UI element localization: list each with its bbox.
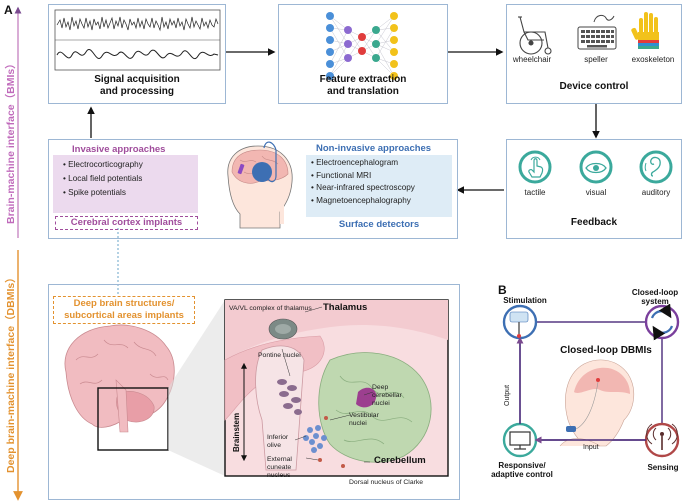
noninvasive-item: Magnetoencephalography	[311, 195, 415, 208]
deep-cereb-line2: cerebellar	[372, 392, 402, 399]
feedback-caption: Feedback	[570, 217, 618, 228]
closed-loop-title: Closed-loop DBMIs	[560, 345, 652, 356]
feature-caption-line1: Feature extraction	[319, 74, 407, 85]
invasive-title: Invasive approaches	[72, 144, 166, 155]
eye-icon	[579, 150, 613, 184]
system-line2: system	[641, 297, 669, 306]
zoom-cone	[168, 300, 225, 476]
inferior-line2: olive	[267, 442, 281, 449]
vavl-label: VA/VL complex of thalamus	[229, 305, 312, 312]
vestibular-line2: nuclei	[349, 420, 367, 427]
exoskeleton-hand-icon	[631, 12, 659, 49]
invasive-item: Spike potentials	[63, 186, 143, 200]
wheelchair-icon	[518, 16, 552, 55]
panel-b-letter: B	[498, 283, 507, 297]
device-label-wheelchair: wheelchair	[512, 55, 552, 64]
inferior-line1: Inferior	[267, 434, 289, 441]
feature-box	[278, 4, 448, 104]
deep-cereb-line1: Deep	[372, 384, 389, 391]
deep-label-line2: subcortical areas implants	[64, 310, 184, 321]
cerebellum-label: Cerebellum	[374, 455, 426, 466]
closed-loop-graphics	[502, 303, 680, 458]
zoomed-anatomy-illustration	[224, 299, 449, 477]
neural-network-icon	[326, 12, 398, 80]
signal-caption: Signal acquisition and processing	[48, 74, 226, 98]
deep-label-line1: Deep brain structures/	[73, 298, 175, 309]
device-box	[506, 4, 682, 104]
deep-cerebellar-label: Deep cerebellar nuclei	[372, 384, 402, 408]
brain-sagittal-illustration	[64, 324, 175, 433]
feedback-label-auditory: auditory	[641, 188, 671, 197]
brainstem-label: Brainstem	[232, 412, 241, 452]
signal-box	[48, 4, 226, 104]
deep-implants-label: Deep brain structures/ subcortical areas…	[53, 296, 195, 324]
invasive-item: Electrocorticography	[63, 158, 143, 172]
external-cuneate-label: External cuneate nucleus	[267, 456, 292, 480]
feature-caption: Feature extraction and translation	[278, 74, 448, 98]
signal-caption-line2: and processing	[100, 86, 174, 97]
clarke-label: Dorsal nucleus of Clarke	[349, 479, 424, 486]
noninvasive-title: Non-invasive approaches	[316, 143, 432, 154]
head-implant-illustration	[227, 141, 293, 229]
signal-caption-line1: Signal acquisition	[94, 74, 180, 85]
inferior-olive-label: Inferior olive	[267, 434, 288, 450]
invasive-list: Electrocorticography Local field potenti…	[63, 158, 143, 200]
noninvasive-item: Near-infrared spectroscopy	[311, 182, 415, 195]
deep-box	[48, 284, 460, 500]
sensing-label: Sensing	[647, 463, 679, 472]
surface-detectors-label: Surface detectors	[338, 219, 420, 230]
device-label-speller: speller	[584, 55, 608, 64]
responsive-label: Responsive/ adaptive control	[486, 461, 558, 479]
external-line2: cuneate	[267, 464, 292, 471]
responsive-line1: Responsive/	[498, 461, 546, 470]
invasive-item: Local field potentials	[63, 172, 143, 186]
panel-a-letter: A	[4, 3, 13, 17]
device-label-exoskeleton: exoskeleton	[631, 55, 675, 64]
external-line3: nucleus	[267, 472, 291, 479]
pontine-label: Pontine nuclei	[258, 352, 301, 359]
output-edge-label: Output	[504, 384, 511, 406]
deep-cereb-line3: nuclei	[372, 400, 390, 407]
signal-traces	[54, 9, 221, 71]
thalamus-label: Thalamus	[323, 302, 368, 313]
feedback-box	[506, 139, 682, 239]
feedback-label-visual: visual	[585, 188, 607, 197]
touch-hand-icon	[518, 150, 552, 184]
vestibular-label: Vestibular nuclei	[349, 412, 379, 428]
vestibular-line1: Vestibular	[349, 412, 379, 419]
input-edge-label: Input	[583, 444, 599, 451]
keyboard-icon	[577, 14, 617, 50]
system-line1: Closed-loop	[631, 288, 679, 297]
feedback-label-tactile: tactile	[524, 188, 546, 197]
noninvasive-item: Electroencephalogram	[311, 157, 415, 170]
feature-caption-line2: and translation	[327, 86, 399, 97]
dbmi-side-label: Deep brain-machine interface（DBMIs）	[5, 272, 17, 473]
stimulation-label: Stimulation	[503, 296, 547, 305]
approaches-box	[48, 139, 458, 239]
external-line1: External	[267, 456, 292, 463]
noninvasive-item: Functional MRI	[311, 170, 415, 183]
noninvasive-list: Electroencephalogram Functional MRI Near…	[311, 157, 415, 207]
ear-icon	[639, 150, 673, 184]
cortex-implants-label: Cerebral cortex implants	[55, 216, 198, 230]
closed-loop-system-label: Closed-loop system	[625, 288, 685, 306]
bmi-side-label: Brain-machine interface（BMIs）	[5, 58, 17, 224]
device-caption: Device control	[559, 81, 629, 92]
responsive-line2: adaptive control	[491, 470, 553, 479]
